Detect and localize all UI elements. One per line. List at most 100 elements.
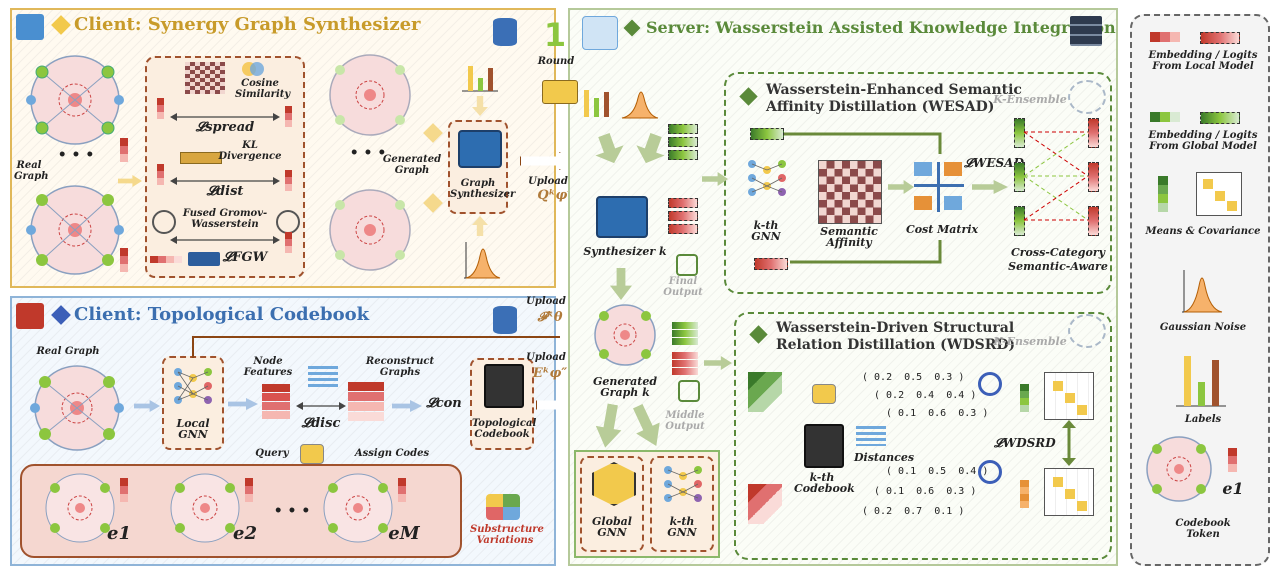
cost-matrix-label: Cost Matrix: [905, 223, 979, 236]
matrix-row-2: ( 0.2 0.4 0.4 ): [874, 390, 977, 401]
generated-graphs: [329, 54, 411, 271]
wdsrd-query-icon: [812, 384, 836, 404]
labels-bars-icon: [462, 66, 498, 92]
fgw-graph-icon-left: [152, 210, 176, 234]
sub-graph-1: [45, 473, 115, 543]
legend-e1: e1: [1222, 479, 1244, 498]
matrix-row-1: ( 0.2 0.5 0.3 ): [862, 372, 965, 383]
generated-graph-top: [329, 54, 411, 136]
topo-title: Client: Topological Codebook: [74, 304, 370, 325]
cross-global-col-1: [1014, 118, 1025, 148]
magnifier-icon-2: [978, 460, 1002, 484]
ruler-icon: [180, 152, 222, 164]
wdsrd-box: [734, 312, 1112, 560]
distances-code-icon: [856, 426, 886, 446]
synthesizer-k-label: Synthesizer k: [583, 245, 667, 258]
code-lines-icon: [308, 366, 338, 388]
legend-local-vec-1: [1150, 32, 1180, 42]
round-label: Round: [537, 56, 575, 67]
server-synth-icon: [596, 196, 648, 238]
cross-global-col-3: [1014, 206, 1025, 236]
server-vec-global-2: [672, 322, 698, 345]
substructure-graphs: [45, 473, 393, 543]
legend-local-vec-2: [1200, 32, 1240, 44]
eM-label: eM: [388, 523, 420, 544]
refresh-icon-2: [678, 380, 700, 402]
topo-real-graph: Real Graph: [36, 346, 100, 357]
legend-codebook-vec: [1228, 448, 1237, 472]
fgw-label: Fused Gromov-Wasserstein: [182, 208, 268, 230]
eM-vec: [398, 478, 406, 502]
round-number: 1: [543, 16, 567, 54]
upload-label-2: Upload: [526, 296, 566, 307]
wdsrd-red-stair: [748, 484, 782, 524]
f-symbol: 𝓕ᵏθ: [537, 310, 563, 325]
embed-fgw: [150, 256, 182, 263]
dots-left: • • •: [57, 147, 95, 163]
cov-cube-2: [1044, 468, 1094, 516]
hammer-icon: [16, 303, 44, 329]
sub-graph-2: [170, 473, 240, 543]
query-label: Query: [255, 448, 289, 459]
matrix-row-3: ( 0.1 0.6 0.3 ): [886, 408, 989, 419]
local-gnn-box: [162, 356, 224, 450]
server-title: Server: Wasserstein Assisted Knowledge I…: [646, 18, 1116, 37]
server-gaussian-icon: [621, 91, 659, 119]
cross-local-col-2: [1088, 162, 1099, 192]
upload-label-1: Upload: [528, 176, 568, 187]
e1-vec: [120, 478, 128, 502]
magnifier-icon-1: [978, 372, 1002, 396]
matrix-row-4: ( 0.1 0.5 0.4 ): [886, 466, 989, 477]
wesad-flow-lines: [784, 132, 942, 264]
wesad-cycle-icon: [1068, 80, 1106, 114]
embed-dist-left: [157, 164, 164, 185]
legend-gaussian-icon: [1182, 270, 1223, 313]
wesad-gnn-icon: [748, 160, 786, 196]
server-rack-icon: [1070, 16, 1102, 46]
q-symbol: Qᵏφ′: [537, 188, 571, 203]
semantic-affinity-matrix: [818, 160, 882, 224]
database-icon-2: [493, 306, 517, 334]
legend-cov-cube: [1196, 172, 1242, 216]
query-icon: [300, 444, 324, 464]
cross-lines: [1023, 131, 1089, 221]
loss-fgw: 𝓛FGW: [222, 250, 268, 265]
embed-fgw-right: [285, 232, 292, 253]
cross-global-col-2: [1014, 162, 1025, 192]
wesad-k-ensemble: K-Ensemble: [993, 93, 1067, 106]
wdsrd-k-ensemble: K-Ensemble: [993, 335, 1067, 348]
e2-label: e2: [233, 523, 257, 544]
loss-wesad: 𝓛WESAD: [964, 156, 1024, 170]
kth-gnn-box: [650, 456, 714, 552]
generated-graph-k: [594, 304, 656, 366]
wdsrd-green-stair: [748, 372, 782, 412]
loss-con: 𝓛con: [426, 396, 462, 411]
wdsrd-codebook-icon: [804, 424, 844, 468]
fgw-arrow: [170, 236, 280, 244]
dist-arrow: [170, 177, 280, 185]
sub-dots: • • •: [273, 503, 311, 519]
database-icon: [493, 18, 517, 46]
legend-codebook-graph: [1146, 436, 1212, 502]
legend-global-vec-1: [1150, 112, 1180, 122]
embed-spread-left: [157, 98, 164, 119]
e1-label: e1: [107, 523, 131, 544]
dots-right: • • •: [349, 145, 387, 161]
wesad-global-vec: [750, 128, 784, 140]
